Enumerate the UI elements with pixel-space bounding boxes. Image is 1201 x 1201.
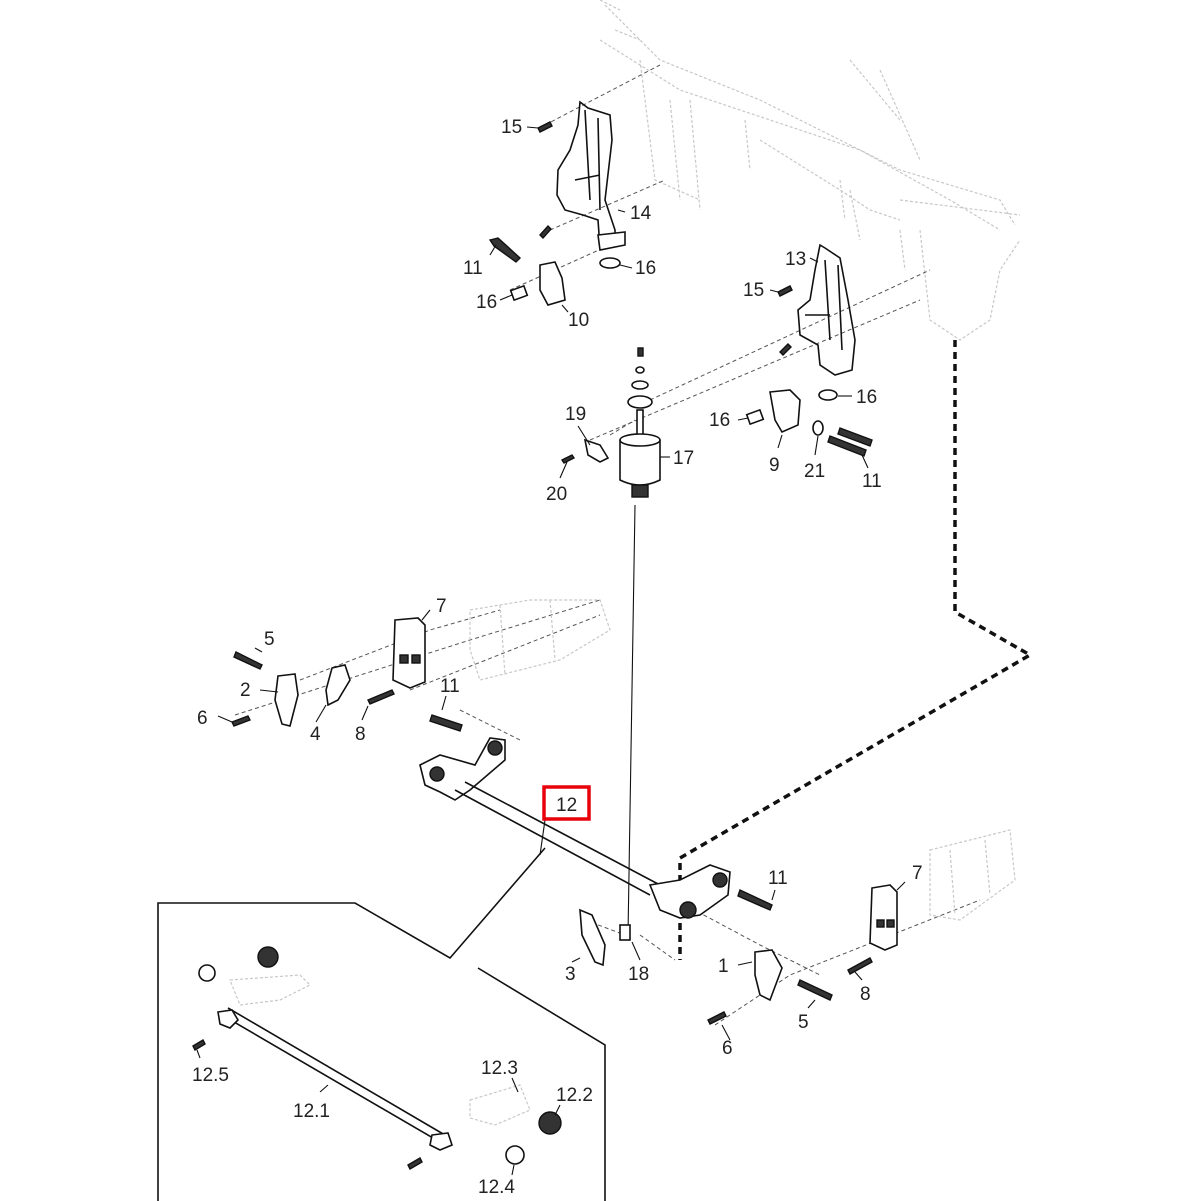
- shock-axis-line: [627, 504, 636, 936]
- part-5-bolt-b: [797, 979, 833, 1001]
- callout-21[interactable]: 21: [804, 461, 825, 482]
- callout-16[interactable]: 16: [856, 387, 877, 408]
- bolt-small-a: [539, 224, 552, 240]
- part-15-bolt-b: [777, 285, 793, 297]
- part-4-bracket: [325, 664, 351, 707]
- callout-17[interactable]: 17: [673, 448, 694, 469]
- callout-9[interactable]: 9: [769, 455, 780, 476]
- callout-labels: 15 14 11 16 16 10 13 15 16 16 9 21 11 19…: [192, 117, 923, 1198]
- callout-11[interactable]: 11: [862, 471, 882, 492]
- callout-12-1[interactable]: 12.1: [293, 1101, 330, 1122]
- part-11-bolt-a: [488, 237, 522, 263]
- part-17-spring: [619, 347, 661, 498]
- bolt-small-b: [779, 343, 792, 356]
- part-16-clip-b: [509, 284, 529, 302]
- callout-13[interactable]: 13: [785, 249, 806, 270]
- part-13-bracket: [797, 243, 856, 376]
- callout-19[interactable]: 19: [565, 404, 586, 425]
- part-18-clip: [619, 924, 631, 941]
- callout-16[interactable]: 16: [476, 292, 497, 313]
- callout-8[interactable]: 8: [355, 724, 366, 745]
- part-15-bolt-a: [537, 121, 553, 133]
- callout-12-3[interactable]: 12.3: [481, 1058, 518, 1079]
- part-16-clip-d: [745, 408, 765, 426]
- part-9-bracket: [769, 389, 801, 434]
- inset-parts: [192, 946, 562, 1170]
- part-11-bolt-c: [429, 714, 463, 732]
- callout-1[interactable]: 1: [718, 956, 729, 977]
- callout-2[interactable]: 2: [240, 680, 251, 701]
- callout-4[interactable]: 4: [310, 724, 321, 745]
- part-10-bracket: [539, 261, 566, 306]
- callout-6[interactable]: 6: [722, 1038, 733, 1059]
- part-11-bolt-d: [737, 889, 773, 911]
- callout-12-5[interactable]: 12.5: [192, 1065, 229, 1086]
- callout-3[interactable]: 3: [565, 964, 576, 985]
- leader-lines: [196, 126, 906, 1176]
- callout-12-4[interactable]: 12.4: [478, 1177, 515, 1198]
- axle-ghost-left: [469, 599, 611, 681]
- axle-ghost-right: [929, 829, 1016, 921]
- part-3-bracket: [579, 908, 606, 967]
- part-20-bolt: [560, 454, 576, 464]
- callout-20[interactable]: 20: [546, 484, 567, 505]
- callout-12[interactable]: 12: [556, 795, 577, 816]
- callout-11[interactable]: 11: [768, 868, 788, 889]
- callout-7[interactable]: 7: [436, 596, 447, 617]
- part-6-bolt-a: [231, 715, 251, 727]
- part-19-clip: [583, 438, 610, 463]
- part-5-bolt-a: [233, 651, 263, 670]
- part-11-bolts-b: [827, 427, 873, 457]
- part-8-bolt-a: [367, 689, 395, 705]
- part-16-clip-a: [599, 257, 621, 269]
- callout-15[interactable]: 15: [501, 117, 522, 138]
- callout-18[interactable]: 18: [628, 964, 649, 985]
- callout-11[interactable]: 11: [440, 676, 460, 697]
- callout-6[interactable]: 6: [197, 708, 208, 729]
- part-7-bracket-a: [392, 617, 426, 689]
- callout-15[interactable]: 15: [743, 280, 764, 301]
- callout-16[interactable]: 16: [709, 410, 730, 431]
- part-6-bolt-b: [707, 1011, 727, 1025]
- detail-inset-frame: [157, 847, 606, 1201]
- callout-10[interactable]: 10: [568, 310, 589, 331]
- callout-12-2[interactable]: 12.2: [556, 1085, 593, 1106]
- part-16-clip-c: [818, 389, 838, 401]
- part-12-arm: [419, 737, 731, 919]
- callout-8[interactable]: 8: [860, 984, 871, 1005]
- highlight-box-12[interactable]: [542, 785, 591, 821]
- part-7-bracket-b: [869, 884, 898, 951]
- callout-5[interactable]: 5: [264, 629, 275, 650]
- callout-16[interactable]: 16: [635, 258, 656, 279]
- part-2-bracket: [274, 673, 299, 727]
- callout-14[interactable]: 14: [630, 203, 652, 224]
- callout-7[interactable]: 7: [912, 863, 923, 884]
- part-21-washer: [812, 420, 824, 436]
- callout-11[interactable]: 11: [463, 258, 483, 279]
- part-1-bracket: [754, 949, 783, 1002]
- callout-5[interactable]: 5: [798, 1012, 809, 1033]
- part-8-bolt-b: [847, 957, 873, 975]
- chassis-frame-ghost: [599, 0, 1021, 341]
- guide-lines: [234, 64, 981, 1026]
- part-14-bracket: [556, 100, 626, 251]
